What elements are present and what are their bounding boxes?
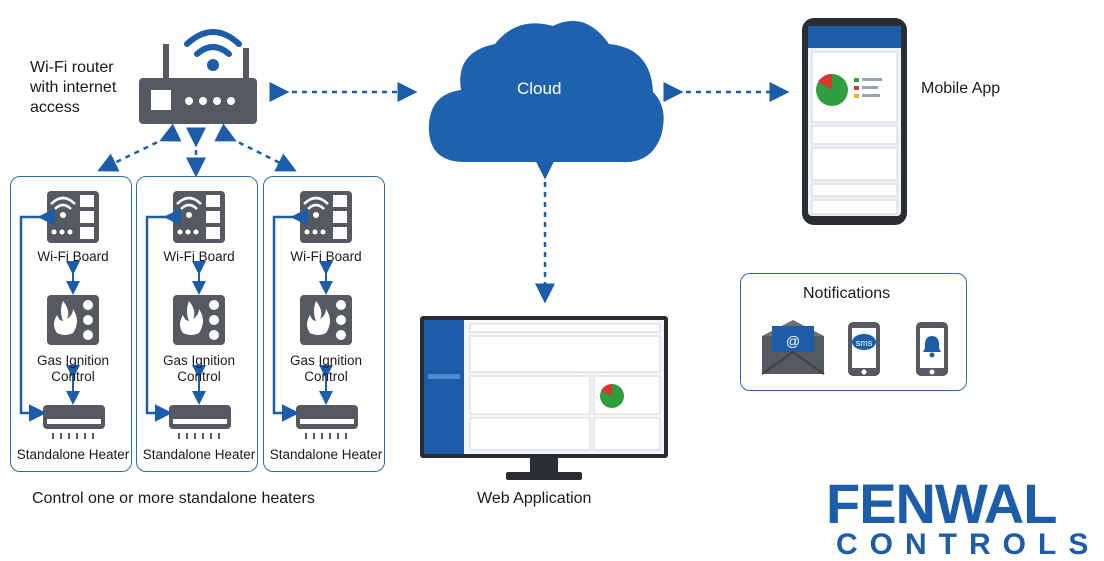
router-unit1-arrow	[97, 123, 182, 172]
gas-ignition-icon	[300, 295, 352, 345]
notifications-panel	[740, 273, 967, 391]
brand-logo-line1: FENWAL	[826, 472, 1057, 535]
heater-label: Standalone Heater	[142, 447, 256, 462]
mobile-app-label: Mobile App	[921, 80, 1001, 97]
gas-ignition-icon	[47, 295, 99, 345]
wifi-board-icon	[173, 191, 225, 243]
email-icon: @	[761, 320, 825, 375]
heater-unit-box: Wi-Fi Board Gas Ignition Control Standal…	[10, 176, 132, 472]
caption: Control one or more standalone heaters	[32, 490, 315, 507]
heater-unit-box: Wi-Fi Board Gas Ignition Control Standal…	[136, 176, 258, 472]
svg-text:@: @	[786, 333, 800, 349]
heater-icon	[169, 405, 231, 439]
wifi-board-icon	[300, 191, 352, 243]
heater-label: Standalone Heater	[269, 447, 383, 462]
cloud-icon	[428, 20, 664, 163]
heater-label: Standalone Heater	[16, 447, 130, 462]
router-label: Wi-Fi router with internet access	[30, 59, 117, 116]
web-application-label: Web Application	[477, 490, 592, 507]
router-unit3-arrow	[214, 123, 297, 172]
brand-logo-line2: CONTROLS	[836, 528, 1101, 561]
sms-phone-icon: sms	[848, 322, 880, 376]
gas-ignition-label: Gas Ignition Control	[289, 353, 363, 384]
wifi-board-label: Wi-Fi Board	[37, 249, 109, 264]
wifi-router-icon	[139, 29, 257, 124]
mobile-phone-mockup	[802, 18, 907, 225]
heater-icon	[296, 405, 358, 439]
gas-ignition-label: Gas Ignition Control	[36, 353, 110, 384]
heater-icon	[43, 405, 105, 439]
monitor-mockup	[420, 316, 668, 480]
notifications-title: Notifications	[803, 285, 891, 302]
cloud-label: Cloud	[517, 79, 562, 98]
heater-unit-box: Wi-Fi Board Gas Ignition Control Standal…	[263, 176, 385, 472]
bell-phone-icon	[916, 322, 948, 376]
gas-ignition-label: Gas Ignition Control	[162, 353, 236, 384]
gas-ignition-icon	[173, 295, 225, 345]
svg-text:sms: sms	[856, 338, 873, 348]
wifi-board-icon	[47, 191, 99, 243]
wifi-board-label: Wi-Fi Board	[290, 249, 362, 264]
wifi-board-label: Wi-Fi Board	[163, 249, 235, 264]
